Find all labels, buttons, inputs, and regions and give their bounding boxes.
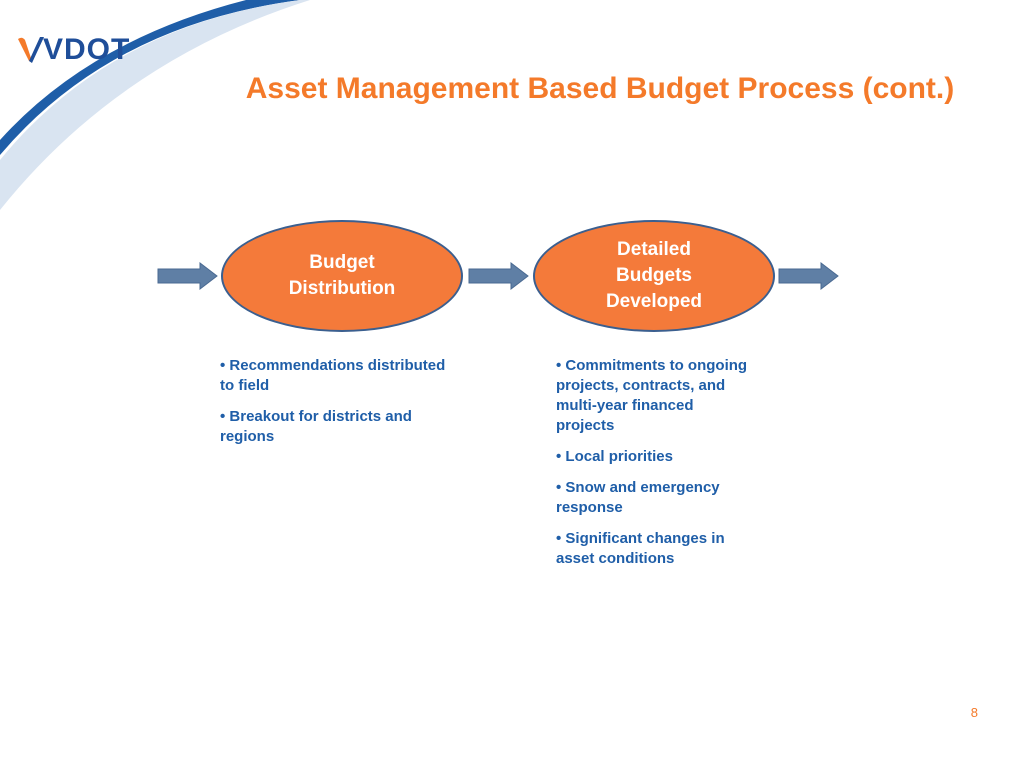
list-item: • Commitments to ongoing projects, contr… bbox=[556, 357, 748, 434]
page-number: 8 bbox=[970, 705, 978, 720]
node-label: Budget Distribution bbox=[288, 252, 396, 299]
slide-title: Asset Management Based Budget Process (c… bbox=[245, 72, 955, 105]
list-item: • Significant changes in asset condition… bbox=[556, 530, 725, 567]
vdot-logo: VDOT bbox=[16, 30, 130, 70]
flow-arrow-in bbox=[157, 262, 218, 290]
logo-text: VDOT bbox=[43, 33, 131, 66]
flow-arrow-middle bbox=[468, 262, 529, 290]
node-label: Detailed Budgets Developed bbox=[605, 239, 703, 312]
list-item: • Snow and emergency response bbox=[556, 479, 720, 516]
list-item: • Local priorities bbox=[556, 448, 673, 465]
flow-arrow-out bbox=[778, 262, 839, 290]
node-detailed-budgets-developed: Detailed Budgets Developed bbox=[533, 220, 775, 332]
node-budget-distribution: Budget Distribution bbox=[221, 220, 463, 332]
bullet-list-budget-distribution: • Recommendations distributed to field •… bbox=[220, 356, 450, 458]
list-item: • Recommendations distributed to field bbox=[220, 357, 446, 394]
list-item: • Breakout for districts and regions bbox=[220, 408, 412, 445]
bullet-list-detailed-budgets: • Commitments to ongoing projects, contr… bbox=[556, 356, 756, 580]
logo-swoosh-icon bbox=[18, 37, 44, 63]
